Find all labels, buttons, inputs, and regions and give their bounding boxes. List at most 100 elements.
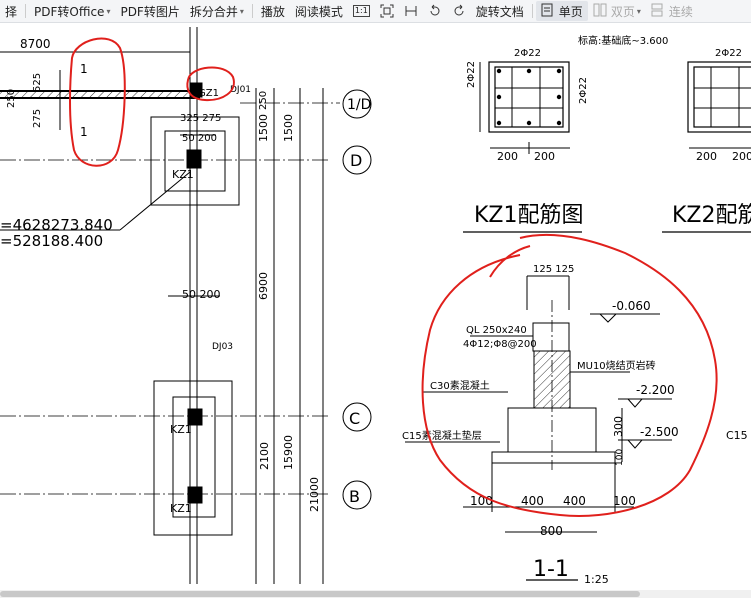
kz1-column: [186, 149, 202, 169]
split-merge-label: 拆分合并: [189, 4, 238, 19]
dim-text-50-200b: 50 200: [182, 288, 221, 301]
read-mode-label: 阅读模式: [294, 4, 343, 19]
dim-text-100b: 100: [613, 494, 636, 508]
kz2-stirrup: [693, 66, 751, 128]
axis-bubble-c: [342, 402, 372, 432]
kz1-title: KZ1配筋图: [474, 203, 584, 228]
dim-text-100-side: 100: [615, 449, 625, 466]
toolbar-partial-button[interactable]: 择: [0, 1, 22, 21]
kz1-rebar-section: [479, 61, 570, 154]
kz1-rebar-dots: [496, 68, 562, 126]
gz1-label: GZ1: [198, 88, 219, 99]
play-button[interactable]: 播放: [256, 1, 290, 21]
ring-beam-rebar: 4Φ12;Φ8@200: [463, 339, 537, 350]
axis-bubble-1d: [342, 89, 372, 119]
kz1-label-mid: KZ1: [170, 423, 192, 436]
scrollbar-thumb[interactable]: [0, 591, 640, 597]
section-mark-bottom: 1: [80, 125, 88, 139]
actual-size-button[interactable]: 1:1: [348, 1, 375, 21]
kz1-section-outline: [488, 61, 570, 133]
ring-beam: [532, 322, 570, 352]
dim-text-6900: 6900: [257, 272, 270, 300]
rotate-right-button[interactable]: [447, 1, 471, 21]
gz1-column: [189, 82, 203, 98]
kz1-column: [187, 486, 203, 504]
section-mark-top: 1: [80, 62, 88, 76]
kz1-rebar-right: 2Φ22: [578, 77, 589, 104]
drawing-canvas: 8700 1 1 525 250 275 GZ1 DJ01 250 1/D 32…: [0, 27, 751, 586]
fit-width-button[interactable]: [399, 1, 423, 21]
elev-text-2500: -2.500: [640, 425, 679, 439]
pdf-to-office-button[interactable]: PDF转Office▾: [29, 1, 115, 21]
dj01-label: DJ01: [230, 85, 251, 95]
rotate-doc-label: 旋转文档: [475, 4, 524, 19]
axis-bubble-d: [342, 145, 372, 175]
dim-text-125-125: 125 125: [533, 264, 574, 275]
dim-text-15900: 15900: [282, 435, 295, 470]
dj03-label: DJ03: [212, 342, 233, 352]
kz2-dim-a: 200: [696, 150, 717, 163]
dim-text-300: 300: [612, 416, 625, 437]
fit-page-button[interactable]: [375, 1, 399, 21]
fit-page-icon: [380, 4, 394, 18]
dim-text-1500: 1500: [257, 114, 270, 142]
rotate-left-button[interactable]: [423, 1, 447, 21]
pdf-toolbar: 择 PDF转Office▾ PDF转图片 拆分合并▾ 播放 阅读模式 1:1 旋…: [0, 0, 751, 23]
markup-circle-section-mark: [69, 37, 126, 167]
elev-marker: [627, 398, 643, 408]
pdf-to-image-button[interactable]: PDF转图片: [115, 1, 184, 21]
dim-text-8700: 8700: [20, 37, 51, 51]
axis-label-d: D: [350, 151, 362, 170]
continuous-button[interactable]: 连续: [646, 1, 698, 21]
elevation-note: 标高:基础底~3.600: [578, 34, 668, 47]
coord-y-text: =528188.400: [0, 232, 103, 250]
continuous-icon: [651, 3, 663, 17]
section-1-1: [405, 275, 672, 533]
section-1-1-text: 125 125 -0.060 QL 250x240 4Φ12;Φ8@200 MU…: [402, 264, 748, 586]
dim-text-275: 275: [32, 109, 43, 128]
wall-hatch: [0, 92, 200, 97]
footing-dj01-inner: [164, 130, 226, 192]
rotate-left-icon: [430, 4, 440, 16]
play-label: 播放: [260, 4, 285, 19]
c15-label-right: C15: [726, 429, 748, 442]
c15-label: C15素混凝土垫层: [402, 429, 482, 442]
pdf-to-office-label: PDF转Office: [34, 4, 105, 19]
kz1-rebar-side: 2Φ22: [466, 61, 477, 88]
pdf-to-image-label: PDF转图片: [120, 4, 180, 19]
actual-size-icon: 1:1: [352, 5, 370, 17]
section-scale: 1:25: [584, 573, 609, 586]
toolbar-separator: [25, 4, 27, 18]
rotate-right-icon: [454, 4, 464, 16]
continuous-label: 连续: [668, 4, 693, 19]
single-page-label: 单页: [558, 4, 583, 19]
coord-x-text: =4628273.840: [0, 216, 113, 234]
kz1-column: [187, 408, 203, 426]
footing-dj03-outer: [153, 380, 233, 536]
kz2-title: KZ2配筋: [672, 203, 751, 228]
red-markup: [69, 37, 718, 517]
brick-wall: [533, 350, 571, 409]
kz2-section-outline: [687, 61, 751, 133]
kz1-rebar-top: 2Φ22: [514, 48, 541, 59]
kz1-label-top: KZ1: [172, 168, 194, 181]
toolbar-separator: [531, 4, 533, 18]
rotate-doc-button[interactable]: 旋转文档: [471, 1, 529, 21]
kz2-rebar-section: [687, 61, 751, 149]
kz2-rebar-top: 2Φ22: [715, 48, 742, 59]
elev-marker: [627, 439, 643, 449]
kz1-dim-a: 200: [497, 150, 518, 163]
read-mode-button[interactable]: 阅读模式: [290, 1, 348, 21]
single-page-button[interactable]: 单页: [535, 1, 588, 21]
split-merge-button[interactable]: 拆分合并▾: [185, 1, 249, 21]
elev-marker: [599, 313, 617, 323]
dim-text-400a: 400: [521, 494, 544, 508]
kz-section-text: 2Φ22 2Φ22 2Φ22 标高:基础底~3.600 200 200 2Φ22…: [466, 34, 751, 228]
single-page-icon: [541, 3, 553, 17]
axis-label-1d: 1/D: [347, 97, 371, 113]
dim-text-800: 800: [540, 524, 563, 538]
markup-circle-section: [421, 234, 718, 517]
double-page-button[interactable]: 双页▾: [588, 1, 646, 21]
dim-text-50-200: 50 200: [182, 133, 217, 144]
dim-text-525: 525: [32, 73, 43, 92]
